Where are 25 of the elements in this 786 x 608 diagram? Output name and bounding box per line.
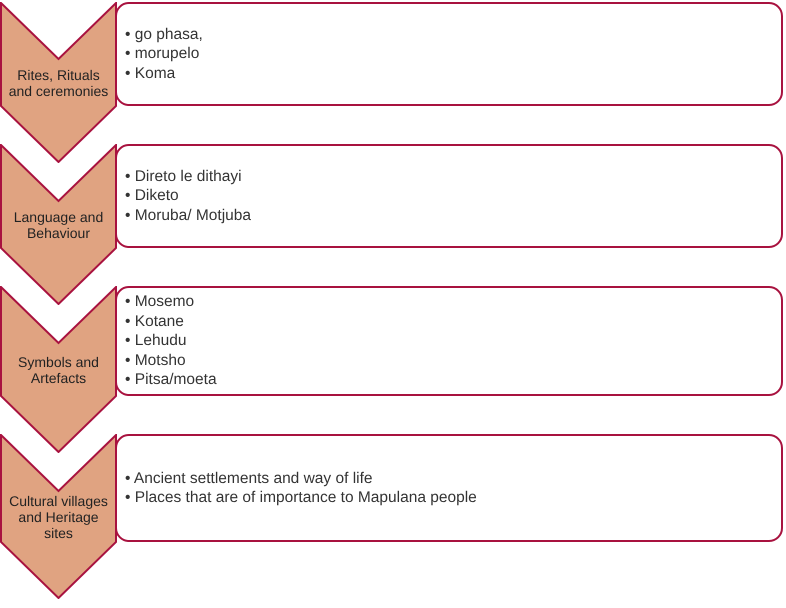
- category-label: Rites, Rituals and ceremonies: [8, 66, 110, 98]
- category-label: Symbols and Artefacts: [17, 354, 100, 386]
- category-label: Cultural villages and Heritage sites: [8, 492, 109, 540]
- rounded-panel: [115, 2, 783, 106]
- bullet-item: • Mosemo: [125, 292, 194, 312]
- bullet-item: • Diketo: [125, 186, 179, 206]
- rounded-panel: [115, 144, 783, 248]
- bullet-item: • Pitsa/moeta: [125, 370, 217, 390]
- rounded-panel: [115, 286, 783, 396]
- rounded-panel: [115, 434, 783, 542]
- bullet-item: • Places that are of importance to Mapulana people: [125, 488, 477, 508]
- bullet-item: • Direto le dithayi: [125, 166, 242, 186]
- chevron-shape: [0, 434, 117, 599]
- chevron-shape: [0, 144, 117, 305]
- bullet-item: • morupelo: [125, 44, 200, 64]
- bullet-item: • Moruba/ Motjuba: [125, 206, 252, 226]
- chevron-shape: [0, 2, 117, 163]
- bullet-item: • go phasa,: [125, 24, 203, 44]
- category-label: Language and Behaviour: [12, 208, 104, 240]
- bullet-item: • Koma: [125, 64, 176, 84]
- bullet-item: • Ancient settlements and way of life: [125, 468, 373, 488]
- chevron-shape: [0, 286, 117, 453]
- bullet-item: • Lehudu: [125, 331, 186, 351]
- bullet-item: • Kotane: [125, 312, 184, 332]
- bullet-item: • Motsho: [125, 350, 186, 370]
